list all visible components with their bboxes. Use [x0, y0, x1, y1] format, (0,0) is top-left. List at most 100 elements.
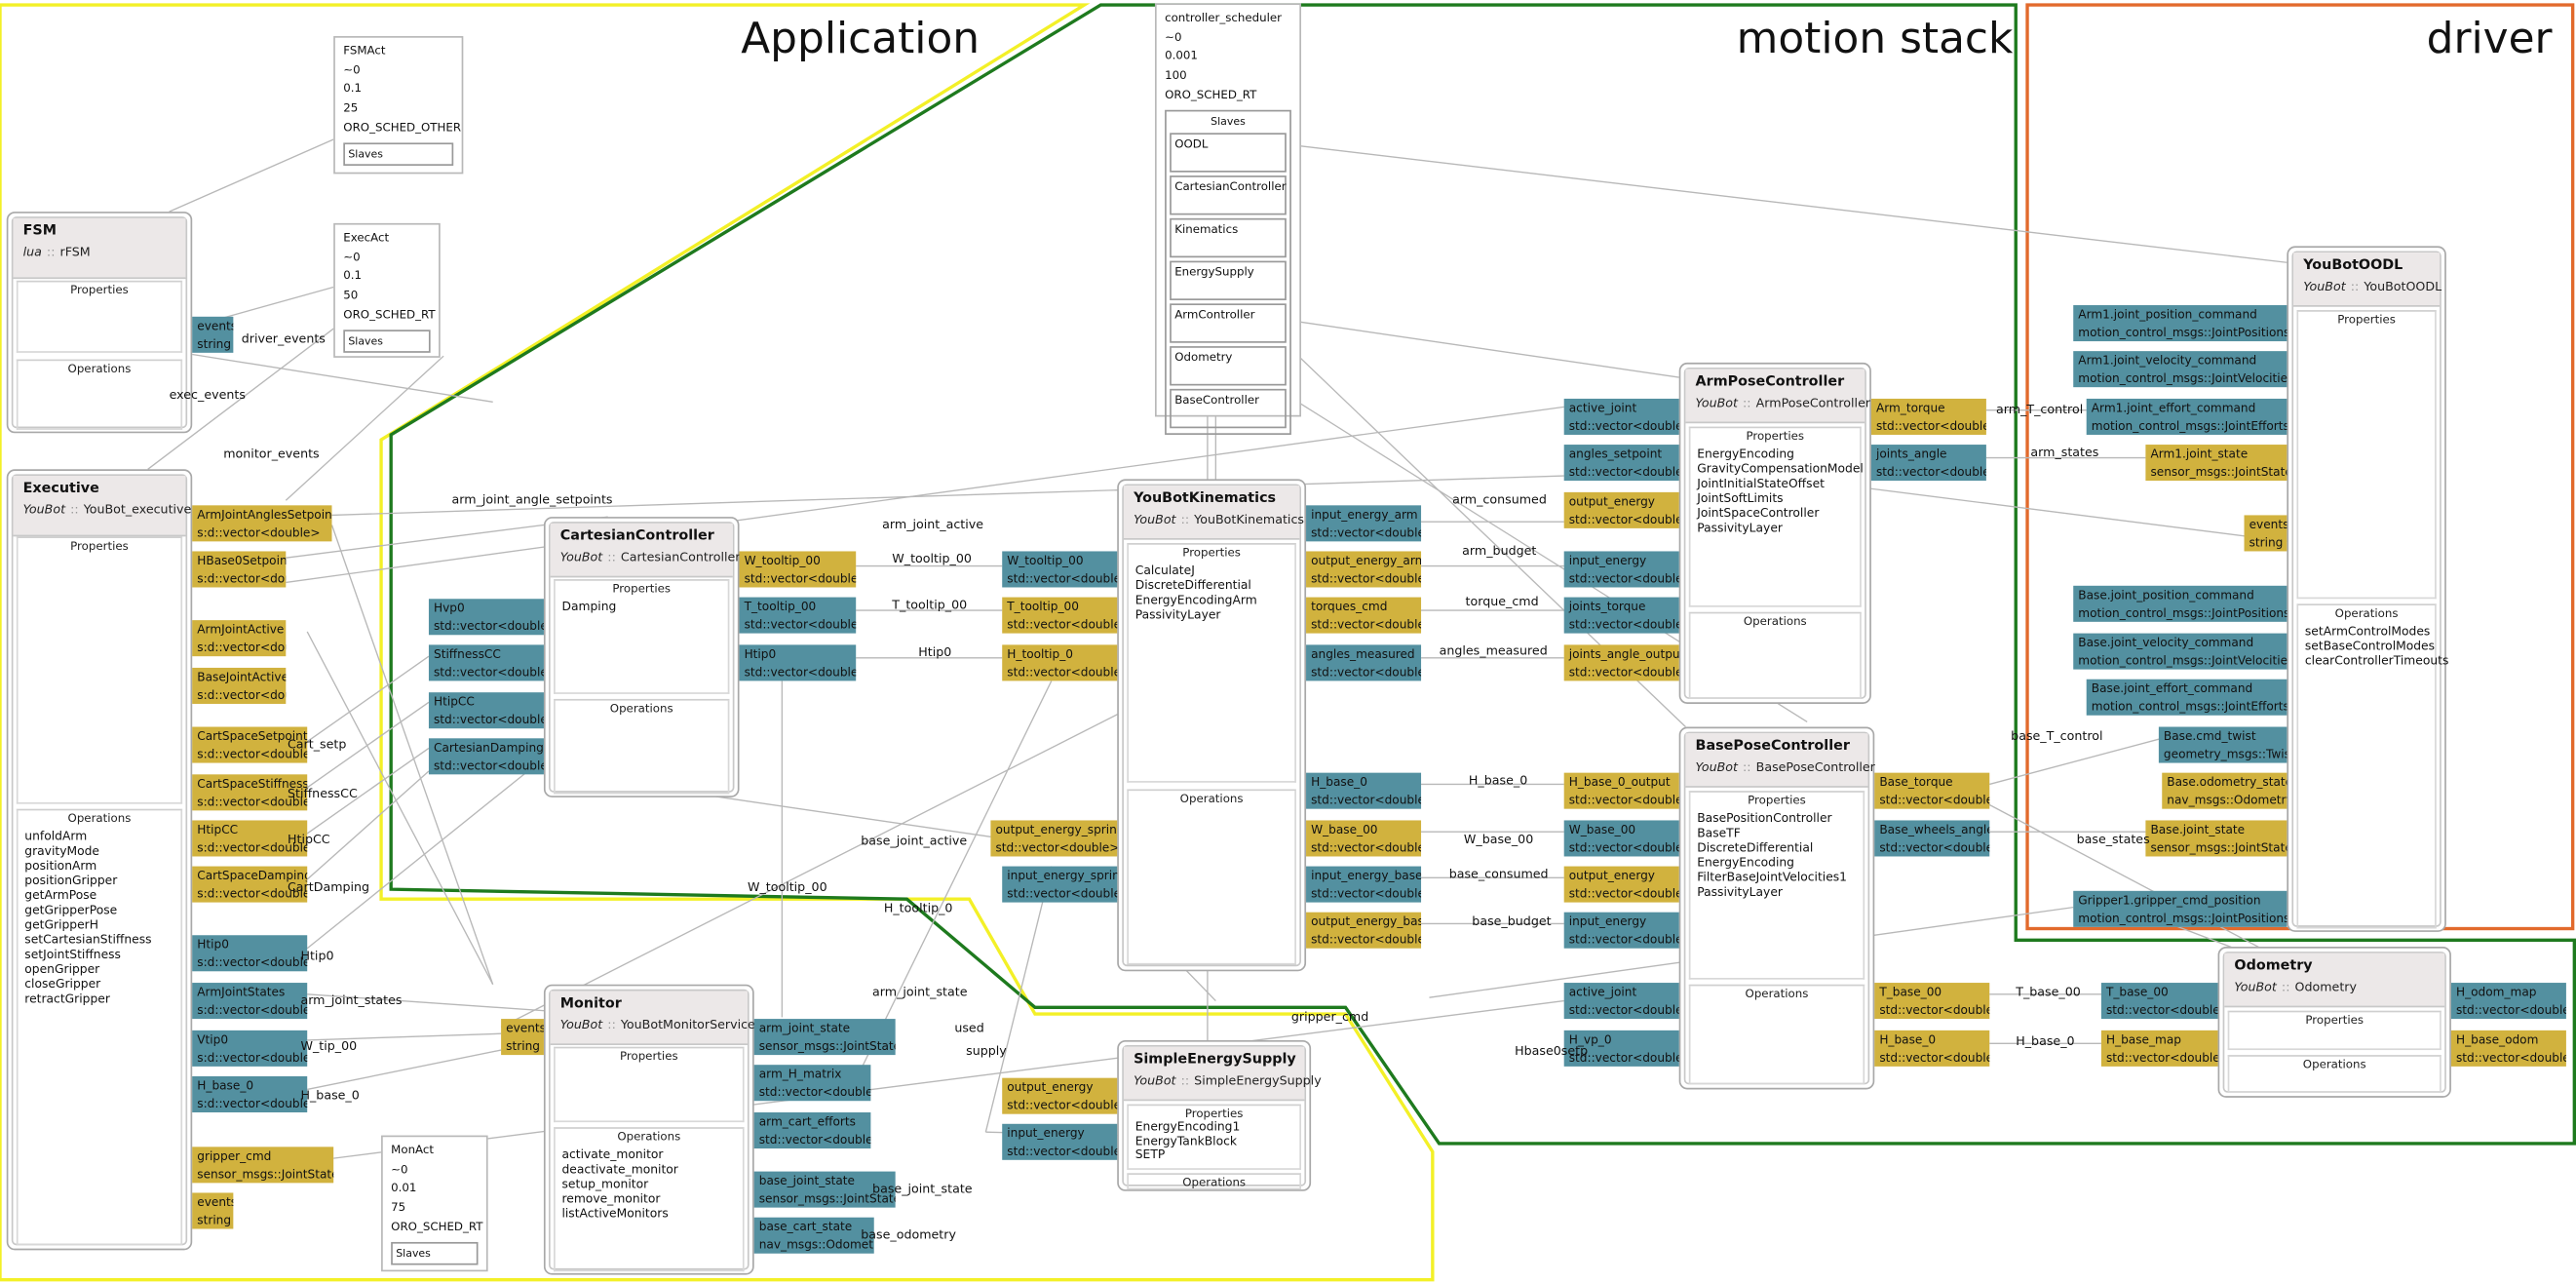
slave-item[interactable]: EnergySupply: [1170, 259, 1287, 300]
component-executive[interactable]: Executive YouBot::YouBot_executive Prope…: [6, 469, 193, 1251]
slave-item[interactable]: BaseController: [1170, 388, 1287, 428]
slave-item[interactable]: Kinematics: [1170, 217, 1287, 257]
slave-item[interactable]: CartesianController: [1170, 175, 1287, 214]
component-cartesian-controller[interactable]: CartesianController YouBot::CartesianCon…: [543, 517, 740, 797]
activity-controller-scheduler[interactable]: controller_scheduler ~0 0.001 100 ORO_SC…: [1154, 3, 1301, 435]
component-simple-energy-supply[interactable]: SimpleEnergySupply YouBot::SimpleEnergyS…: [1117, 1039, 1322, 1191]
component-type: SimpleEnergySupply: [1194, 1072, 1322, 1088]
component-arm-pose-controller[interactable]: ArmPoseController YouBot::ArmPoseControl…: [1678, 362, 1871, 704]
component-monitor[interactable]: Monitor YouBot::YouBotMonitorService Pro…: [543, 984, 755, 1275]
list-entry: SETP: [1134, 1147, 1166, 1162]
component-youbot-oodl[interactable]: YouBotOODL YouBot::YouBotOODL Properties…: [2287, 246, 2448, 932]
input-port-ex-hbase0[interactable]: H_base_0s:d::vector<double>: [192, 1075, 308, 1113]
activity-monact[interactable]: MonAct ~0 0.01 75 ORO_SCHED_RT Slaves: [381, 1135, 488, 1272]
component-base-pose-controller[interactable]: BasePoseController YouBot::BasePoseContr…: [1678, 726, 1875, 1090]
activity-fsmact[interactable]: FSMAct ~0 0.1 25 ORO_SCHED_OTHER Slaves: [333, 36, 464, 175]
slave-item[interactable]: ArmController: [1170, 302, 1287, 342]
slave-item[interactable]: OODL: [1170, 132, 1287, 172]
slave-item[interactable]: Odometry: [1170, 345, 1287, 385]
component-odometry[interactable]: Odometry YouBot::Odometry Properties Ope…: [2217, 947, 2451, 1098]
component-fsm[interactable]: FSM lua::rFSM Properties Operations: [6, 212, 193, 434]
component-youbot-kinematics[interactable]: YouBotKinematics YouBot::YouBotKinematic…: [1117, 479, 1307, 972]
activity-execact[interactable]: ExecAct ~0 0.1 50 ORO_SCHED_RT Slaves: [333, 222, 441, 358]
